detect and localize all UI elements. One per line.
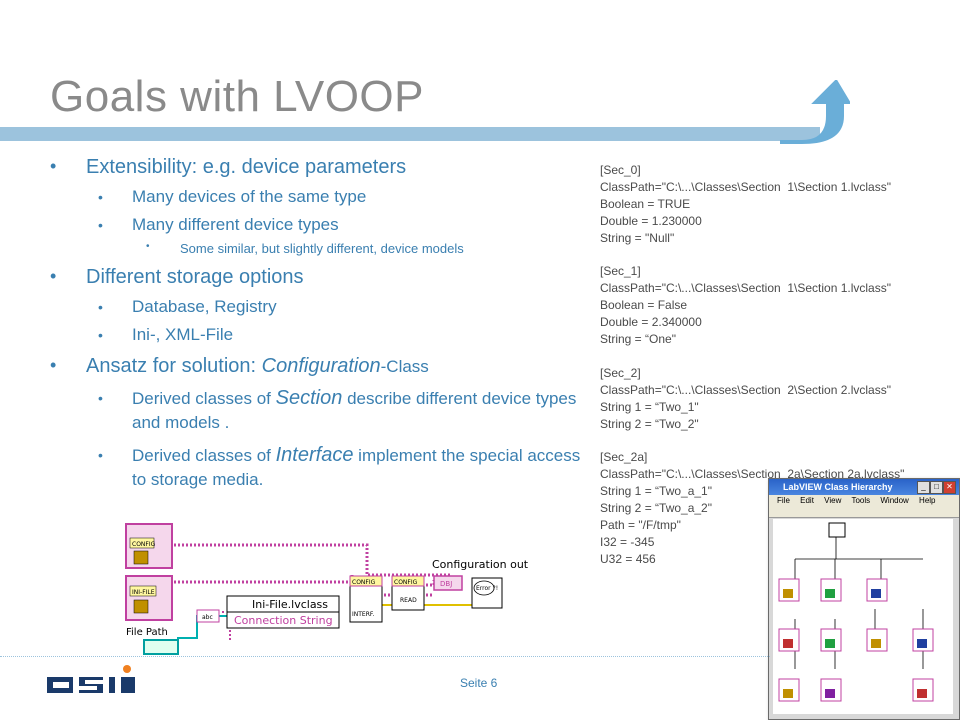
footer-divider: [0, 656, 770, 657]
ansatz-ital: Configuration: [261, 355, 381, 377]
bullet-database-registry: Database, Registry: [50, 295, 590, 319]
hierarchy-menu-bar: File Edit View Tools Window Help: [769, 495, 959, 507]
inifile-label: INI-FILE: [132, 589, 155, 596]
class-hierarchy-tree: [773, 519, 953, 714]
read-label: READ: [400, 597, 417, 604]
hierarchy-window-title: LabVIEW Class Hierarchy: [769, 479, 959, 495]
title-underline-bar: [0, 127, 820, 141]
maximize-button[interactable]: □: [930, 481, 943, 494]
bullet-different-types: Many different device types: [50, 213, 590, 237]
configuration-out-label: Configuration out: [432, 558, 529, 571]
config-interf-label: CONFIG: [352, 579, 376, 586]
hierarchy-toolbar: [769, 507, 959, 518]
menu-file[interactable]: File: [777, 496, 790, 505]
page-number: Seite 6: [460, 676, 498, 690]
gsi-logo: [47, 665, 135, 693]
config-read-label: CONFIG: [394, 579, 418, 586]
bullet-similar-models: Some similar, but slightly different, de…: [50, 241, 590, 256]
interf-label: INTERF.: [352, 611, 374, 618]
bullet-same-type: Many devices of the same type: [50, 185, 590, 209]
inifile-constant[interactable]: [125, 575, 173, 621]
error-label: Error ?!: [476, 585, 498, 592]
root-class-icon[interactable]: [828, 522, 846, 538]
ansatz-post: -Class: [380, 357, 429, 376]
config-label: CONFIG: [132, 541, 156, 548]
ansatz-pre: Ansatz for solution:: [86, 355, 262, 377]
menu-edit[interactable]: Edit: [800, 496, 814, 505]
menu-view[interactable]: View: [824, 496, 842, 505]
bullet-extensibility: Extensibility: e.g. device parameters: [50, 156, 590, 179]
section-pre: Derived classes of: [132, 389, 276, 408]
interface-ital: Interface: [275, 444, 354, 466]
ini-class-label: Ini-File.lvclass: [252, 598, 328, 611]
minimize-button[interactable]: _: [917, 481, 930, 494]
file-path-label: File Path: [126, 627, 168, 638]
close-button[interactable]: ✕: [943, 481, 956, 494]
file-path-control[interactable]: [143, 639, 179, 655]
configuration-out-indicator[interactable]: [433, 575, 463, 591]
interface-pre: Derived classes of: [132, 446, 276, 465]
bullet-ini-xml: Ini-, XML-File: [50, 323, 590, 347]
bullet-interface-classes: Derived classes of Interface implement t…: [50, 443, 590, 492]
ini-file-listing: [Sec_0] ClassPath="C:\...\Classes\Sectio…: [600, 163, 905, 566]
curved-arrow-icon: [780, 80, 850, 144]
labview-class-hierarchy-window[interactable]: LabVIEW Class Hierarchy _ □ ✕ File Edit …: [768, 478, 960, 720]
interface-post: implement the special access to storage …: [132, 446, 581, 489]
section-ital: Section: [275, 387, 343, 409]
menu-help[interactable]: Help: [919, 496, 936, 505]
bullet-list: Extensibility: e.g. device parameters Ma…: [50, 150, 590, 496]
page-title: Goals with LVOOP: [50, 72, 424, 121]
labview-block-diagram: CONFIG INI-FILE File Path abc Ini-File.l…: [125, 523, 529, 655]
bullet-ansatz: Ansatz for solution: Configuration-Class: [50, 355, 590, 378]
menu-tools[interactable]: Tools: [851, 496, 871, 505]
connection-string-node[interactable]: [226, 611, 340, 629]
abc-label: abc: [202, 614, 213, 621]
bullet-section-classes: Derived classes of Section describe diff…: [50, 386, 590, 435]
section-post: describe different device types and mode…: [132, 389, 577, 432]
bullet-storage-options: Different storage options: [50, 266, 590, 289]
obj-label: DBJ: [440, 580, 452, 588]
menu-window[interactable]: Window: [880, 496, 909, 505]
connection-string-label: Connection String: [234, 614, 333, 627]
